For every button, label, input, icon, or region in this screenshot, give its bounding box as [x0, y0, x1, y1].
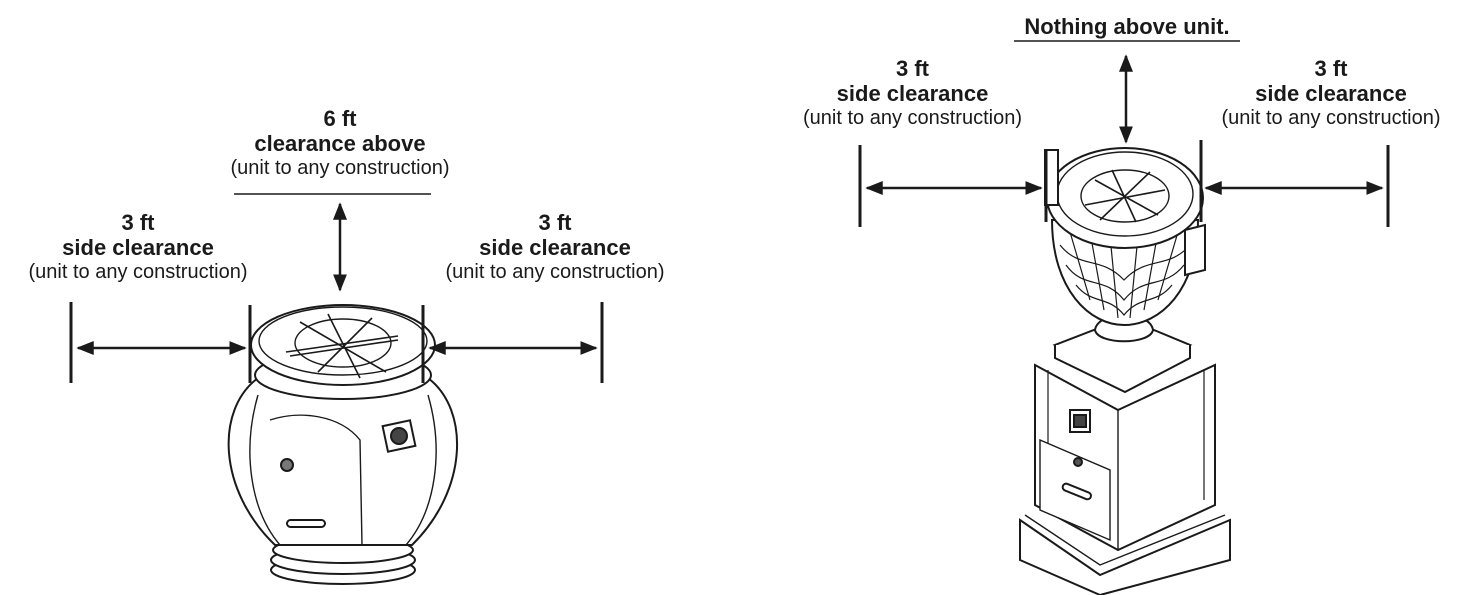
left-fire-unit [227, 304, 459, 585]
right-unit-left-label: 3 ft side clearance (unit to any constru… [775, 56, 1050, 130]
right-unit-right-label: 3 ft side clearance (unit to any constru… [1196, 56, 1466, 130]
right-note: (unit to any construction) [445, 260, 665, 283]
right-fire-unit [1019, 147, 1231, 595]
left-distance: 3 ft [121, 210, 155, 235]
left-title: side clearance [836, 81, 989, 107]
right-distance: 3 ft [1314, 56, 1348, 81]
left-unit-left-label: 3 ft side clearance (unit to any constru… [0, 210, 276, 284]
right-title: side clearance [479, 235, 631, 261]
right-note: (unit to any construction) [1221, 106, 1441, 129]
left-title: side clearance [62, 235, 214, 261]
right-unit-top-label: Nothing above unit. [980, 14, 1274, 39]
left-note: (unit to any construction) [803, 106, 1022, 129]
right-unit-dimensions [858, 54, 1390, 227]
top-note: (unit to any construction) [230, 156, 450, 179]
right-distance: 3 ft [538, 210, 572, 235]
left-unit-right-label: 3 ft side clearance (unit to any constru… [420, 210, 690, 284]
top-title: clearance above [254, 131, 426, 157]
left-unit-top-label: 6 ft clearance above (unit to any constr… [185, 106, 495, 180]
nothing-above-text: Nothing above unit. [1024, 14, 1230, 39]
left-note: (unit to any construction) [28, 260, 248, 283]
right-title: side clearance [1255, 81, 1407, 107]
left-distance: 3 ft [896, 56, 929, 81]
left-unit-dimensions [69, 202, 604, 383]
top-distance: 6 ft [323, 106, 357, 131]
